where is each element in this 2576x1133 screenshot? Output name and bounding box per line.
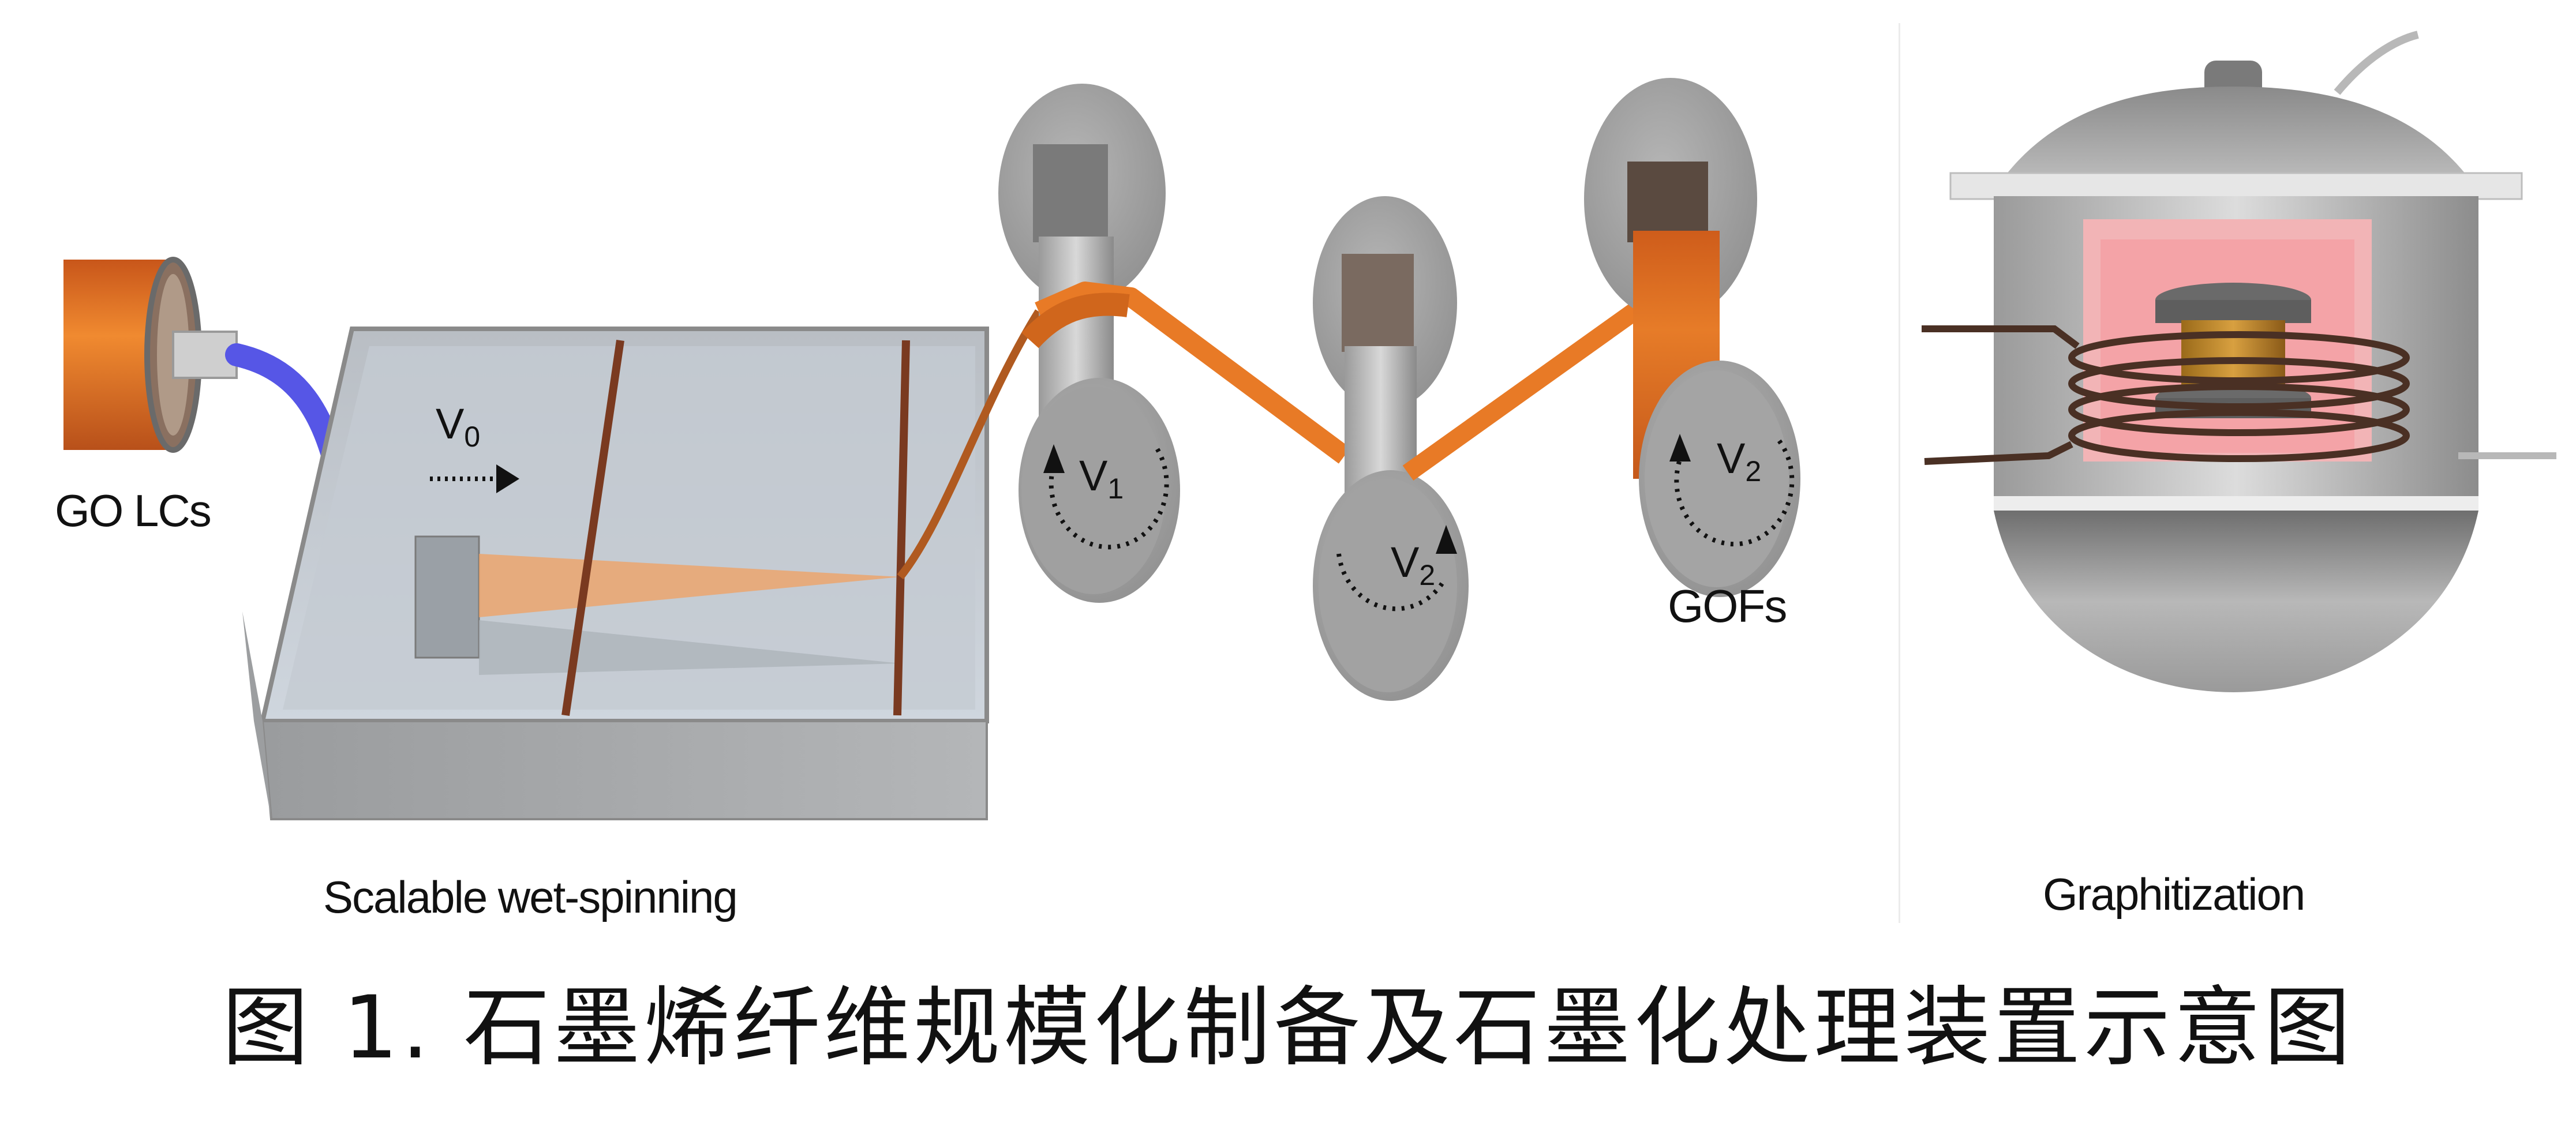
- rotation-arrow-v2-middle-icon: [1336, 525, 1457, 611]
- wet-spinning-label: Scalable wet-spinning: [323, 872, 738, 922]
- velocity-label-v2-middle: V2: [1391, 538, 1435, 591]
- panel-divider: [1899, 23, 1900, 923]
- gofs-label: GOFs: [1668, 580, 1787, 632]
- rotation-arrow-v1-icon: [1043, 442, 1169, 550]
- graphitization-label: Graphitization: [2043, 869, 2305, 920]
- graphitization-furnace-icon: [1922, 31, 2556, 692]
- rotation-arrow-v2-right-icon: [1669, 434, 1795, 547]
- velocity-label-v1: V1: [1079, 452, 1124, 505]
- velocity-label-v0: V0: [436, 400, 480, 453]
- velocity-label-v2-right: V2: [1717, 434, 1761, 487]
- figure-caption: 图 1. 石墨烯纤维规模化制备及石墨化处理装置示意图: [222, 978, 2354, 1078]
- fiber-strand: [897, 309, 1042, 580]
- roller-2-icon: [1313, 196, 1469, 701]
- coagulation-bath-icon: [242, 327, 989, 820]
- schematic-drawing: V0: [63, 31, 2556, 820]
- fiber-wrap: [1021, 292, 1130, 348]
- syringe-icon: [63, 257, 238, 453]
- fiber-strand: [1402, 292, 1656, 481]
- roller-1-icon: [998, 84, 1180, 603]
- flow-arrow-icon: [430, 464, 519, 493]
- go-lcs-label: GO LCs: [55, 485, 212, 536]
- process-schematic: V0: [55, 23, 2556, 923]
- roller-3-icon: [1584, 78, 1800, 597]
